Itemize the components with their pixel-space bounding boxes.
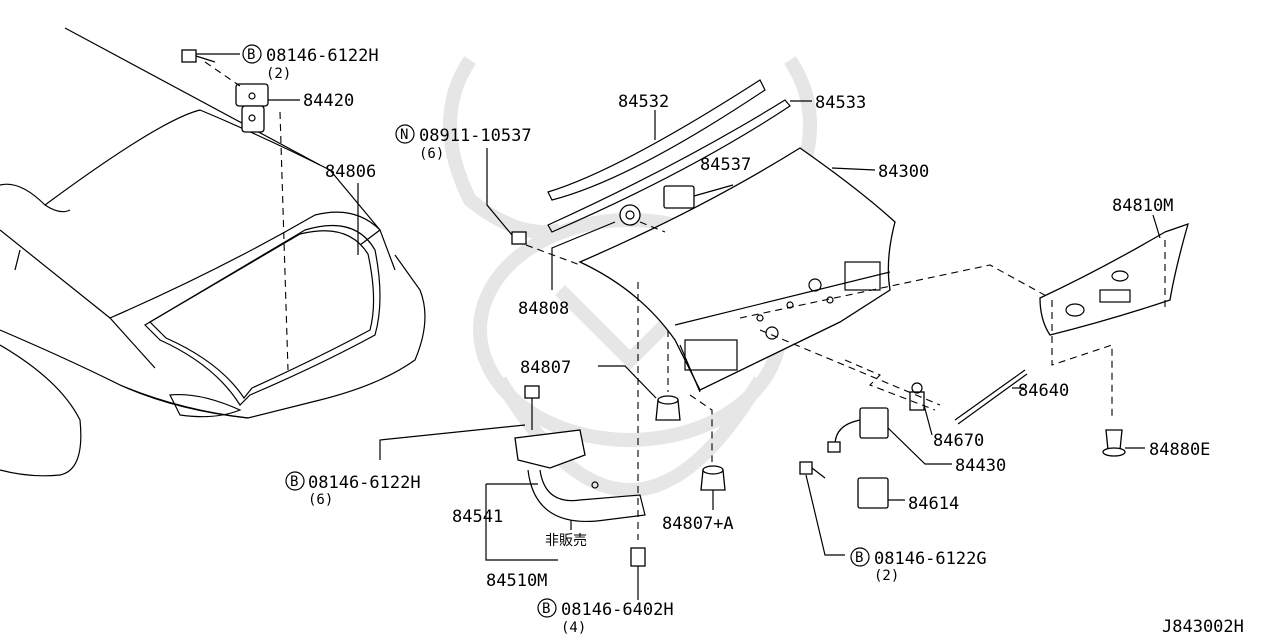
fastener-number: 08146-6122H: [308, 473, 421, 493]
label-84510m: 84510M: [486, 571, 547, 591]
label-84808: 84808: [518, 299, 569, 319]
label-84670: 84670: [933, 431, 984, 451]
car-body-outline: [0, 27, 426, 477]
fastener-number: 08146-6122H: [266, 46, 379, 66]
label-84614: 84614: [908, 494, 959, 514]
striker-part-84614: [857, 477, 889, 509]
label-84807a: 84807+A: [662, 514, 734, 534]
lock-part-84430: [827, 407, 889, 453]
fastener-prefix: B: [855, 550, 863, 566]
label-84640: 84640: [1018, 381, 1069, 401]
clip-part-84880e: [1102, 429, 1126, 457]
label-nut: N 08911-10537 (6): [395, 124, 532, 162]
label-84810m: 84810M: [1112, 196, 1173, 216]
fastener-number: 08146-6402H: [561, 600, 674, 620]
fastener-qty: (6): [419, 146, 444, 162]
fastener-number: 08911-10537: [419, 126, 532, 146]
bolt-middle-icon: [524, 385, 540, 430]
label-bolt-g: B 08146-6122G (2): [850, 547, 987, 584]
fastener-prefix: B: [542, 601, 550, 617]
label-bolt-middle: B 08146-6122H (6): [285, 471, 421, 508]
hinge-part-84420: [235, 83, 269, 133]
bolt-g-icon: [799, 461, 826, 479]
label-84541: 84541: [452, 507, 503, 527]
leader-lines: [196, 53, 1161, 600]
label-84880e: 84880E: [1149, 440, 1210, 460]
rod-part-84532: [547, 79, 766, 201]
rod-part-84533: [547, 99, 791, 233]
bolt-top-icon: [181, 49, 216, 63]
label-84533: 84533: [815, 93, 866, 113]
label-84807: 84807: [520, 358, 571, 378]
grommet-part-84808: [619, 204, 641, 226]
fastener-qty: (2): [874, 568, 899, 584]
label-bolt-bottom: B 08146-6402H (4): [537, 598, 674, 636]
fastener-prefix: N: [400, 127, 408, 143]
label-84537: 84537: [700, 155, 751, 175]
label-bolt-top: B 08146-6122H (2): [242, 44, 379, 82]
bumper-part-84807a: [700, 465, 726, 491]
label-84420: 84420: [303, 91, 354, 111]
diagram-code: J843002H: [1162, 617, 1244, 637]
nut-n-icon: [511, 231, 527, 245]
fastener-qty: (4): [561, 620, 586, 636]
clip-part-84537: [663, 185, 695, 209]
fastener-qty: (6): [308, 492, 333, 508]
garnish-part-84810m: [1039, 222, 1189, 336]
bumper-part-84807: [655, 395, 681, 421]
key-cylinder-part-84670: [909, 382, 925, 411]
label-not-for-sale: 非販売: [545, 533, 587, 549]
fastener-number: 08146-6122G: [874, 549, 987, 569]
fastener-qty: (2): [266, 66, 291, 82]
bracket-part-84510m: [514, 429, 646, 522]
bolt-bottom-icon: [630, 547, 646, 567]
label-84532: 84532: [618, 92, 669, 112]
label-84300: 84300: [878, 162, 929, 182]
label-84806: 84806: [325, 162, 376, 182]
rod-part-84640: [954, 369, 1028, 425]
fastener-prefix: B: [290, 474, 298, 490]
fastener-prefix: B: [247, 47, 255, 63]
trunk-lid-part-84300: [578, 147, 896, 393]
label-84430: 84430: [955, 456, 1006, 476]
